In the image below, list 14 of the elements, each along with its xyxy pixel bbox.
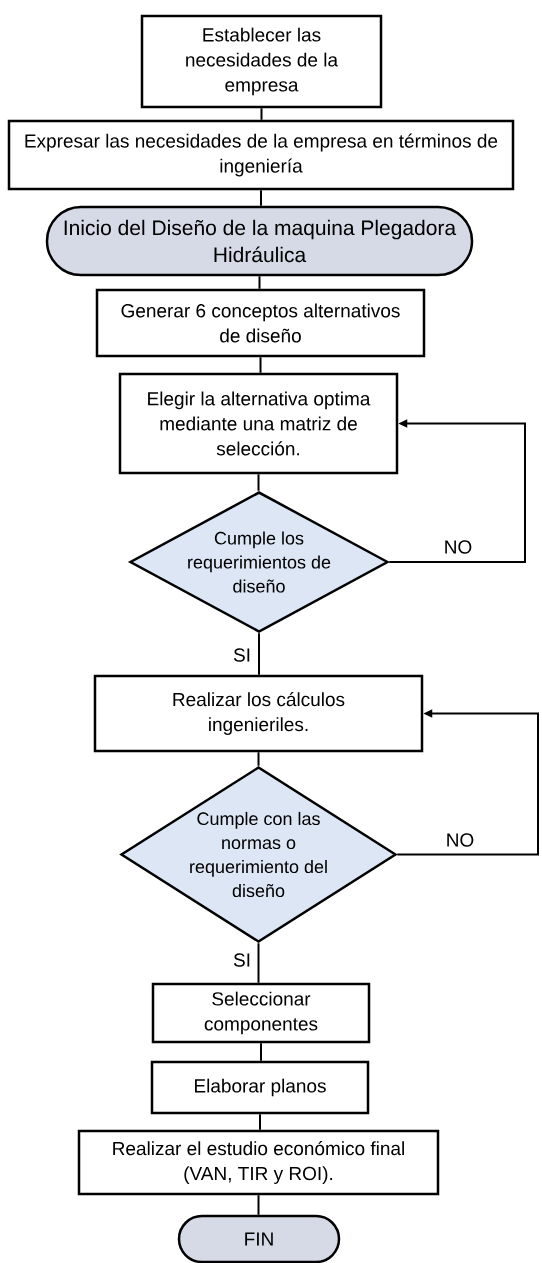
process-box: Generar 6 conceptos alternativos de diseño (95, 288, 426, 358)
edge-label: NO (445, 540, 472, 554)
edge-label: SI (233, 953, 250, 967)
process-box: Establecer las necesidades de la empresa (140, 14, 383, 109)
process-box: Elegir la alternativa optima mediante una matriz de selección. (118, 372, 399, 475)
arrow (388, 419, 526, 563)
process-box: Seleccionar componentes (151, 982, 371, 1044)
arrow (396, 709, 539, 856)
process-box: Expresar las necesidades de la empresa en términos de ingeniería (7, 119, 515, 191)
edge-label: NO (447, 833, 474, 847)
edge-label: SI (233, 648, 250, 662)
process-box: Elaborar planos (150, 1060, 370, 1115)
process-box: Realizar los cálculos ingenieriles. (93, 674, 424, 753)
process-box: Realizar el estudio económico final (VAN, TIR y ROI). (77, 1129, 440, 1196)
